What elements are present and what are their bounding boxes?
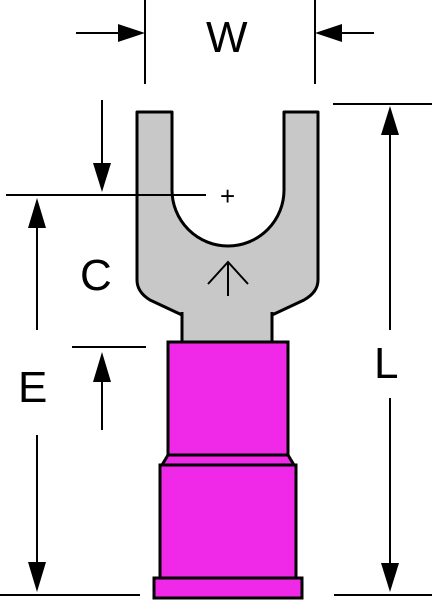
insulation-upper (166, 340, 290, 457)
spade-metal-body (135, 110, 320, 352)
dimension-c (6, 100, 206, 196)
label-e: E (18, 363, 47, 412)
center-mark: + (220, 181, 235, 211)
label-l: L (374, 339, 398, 388)
dimension-e (0, 198, 146, 596)
insulation-lower (158, 463, 298, 582)
insulation-sleeve (152, 340, 304, 600)
dimension-l (333, 103, 432, 596)
barrel-neck (182, 312, 272, 344)
insulation-flange (152, 576, 304, 600)
inner-arrow (207, 260, 249, 296)
dimension-w (76, 0, 374, 84)
label-c: C (80, 251, 112, 300)
label-w: W (206, 13, 248, 62)
